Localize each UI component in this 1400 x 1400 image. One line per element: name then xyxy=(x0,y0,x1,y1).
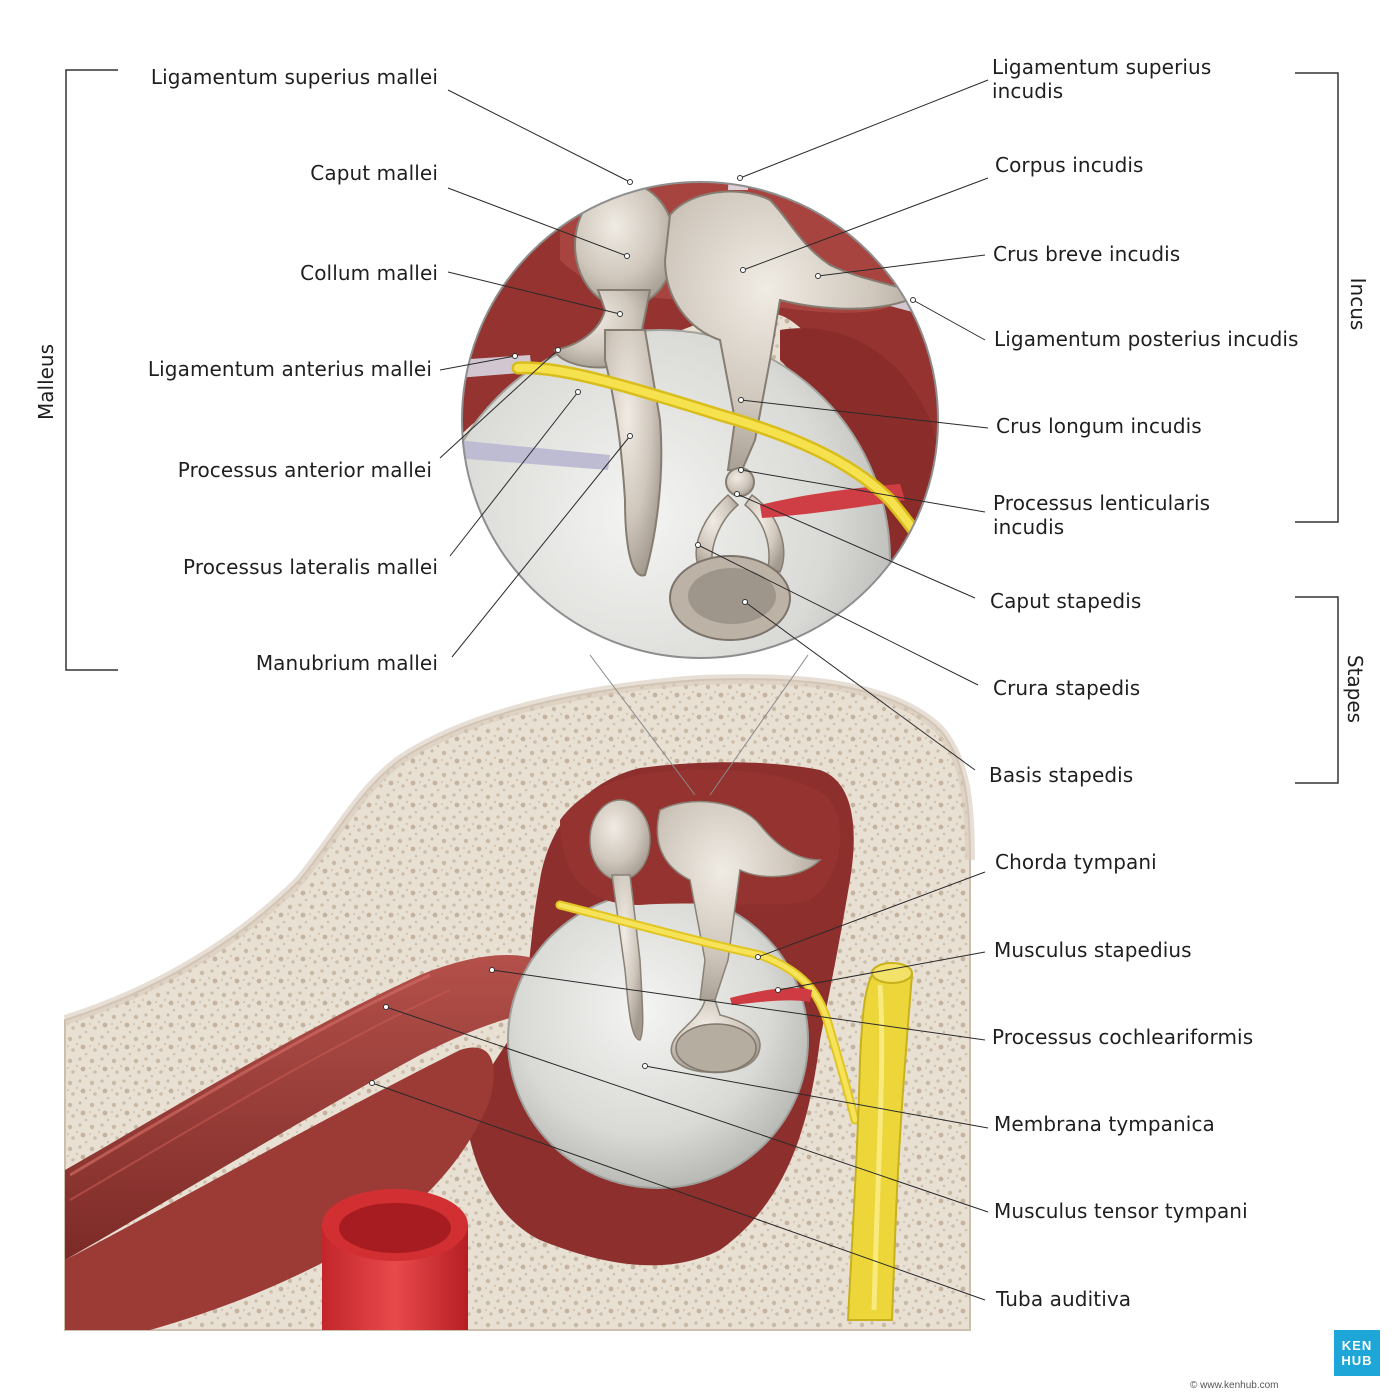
label-basis-stapedis: Basis stapedis xyxy=(989,763,1134,787)
label-processus-lateralis-mallei: Processus lateralis mallei xyxy=(183,555,438,579)
logo-line-2: HUB xyxy=(1341,1353,1373,1368)
group-label-incus: Incus xyxy=(1346,277,1370,331)
label-membrana-tympanica: Membrana tympanica xyxy=(994,1112,1215,1136)
label-manubrium-mallei: Manubrium mallei xyxy=(255,651,438,675)
logo-line-1: KEN xyxy=(1341,1338,1373,1353)
overview-illustration xyxy=(63,674,975,1331)
label-musculus-tensor-tympani: Musculus tensor tympani xyxy=(994,1199,1248,1223)
label-processus-cochleariformis: Processus cochleariformis xyxy=(992,1025,1254,1049)
label-caput-mallei: Caput mallei xyxy=(310,161,438,185)
label-ligamentum-superius-mallei: Ligamentum superius mallei xyxy=(150,65,438,89)
stapes-bracket xyxy=(1295,596,1339,784)
label-processus-anterior-mallei: Processus anterior mallei xyxy=(177,458,432,482)
tuba-auditiva-muscle xyxy=(65,955,560,1260)
copyright-credit: © www.kenhub.com xyxy=(1190,1380,1279,1391)
label-corpus-incudis: Corpus incudis xyxy=(995,153,1144,177)
label-chorda-tympani: Chorda tympani xyxy=(995,850,1157,874)
label-collum-mallei: Collum mallei xyxy=(300,261,438,285)
membrana-tympanica-zoom xyxy=(462,329,891,658)
label-ligamentum-posterius-incudis: Ligamentum posterius incudis xyxy=(994,327,1299,351)
label-crus-breve-incudis: Crus breve incudis xyxy=(993,242,1181,266)
malleus-bracket xyxy=(65,69,118,671)
membrana-tympanica-overview xyxy=(507,891,809,1189)
label-crura-stapedis: Crura stapedis xyxy=(993,676,1141,700)
label-tuba-auditiva: Tuba auditiva xyxy=(996,1287,1132,1311)
label-caput-stapedis: Caput stapedis xyxy=(990,589,1142,613)
label-ligamentum-superius-incudis: Ligamentum superius incudis xyxy=(992,55,1212,103)
label-processus-lenticularis-incudis: Processus lenticularis incudis xyxy=(993,491,1211,539)
group-label-malleus: Malleus xyxy=(34,343,58,420)
group-label-stapes: Stapes xyxy=(1343,654,1367,724)
label-crus-longum-incudis: Crus longum incudis xyxy=(996,414,1202,438)
brackets xyxy=(65,69,1339,784)
label-ligamentum-anterius-mallei: Ligamentum anterius mallei xyxy=(147,357,432,381)
leader-lines xyxy=(371,79,989,1301)
leader-dots xyxy=(369,175,916,1086)
label-musculus-stapedius: Musculus stapedius xyxy=(994,938,1192,962)
incus-bracket xyxy=(1295,72,1339,523)
kenhub-logo: KEN HUB xyxy=(1334,1330,1380,1376)
